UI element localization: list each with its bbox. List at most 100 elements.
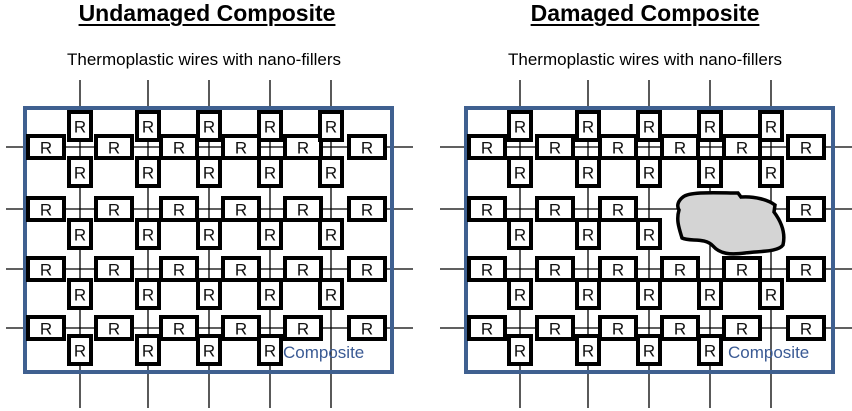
- resistor: R: [660, 134, 700, 160]
- resistor-box: [196, 156, 222, 188]
- resistor: R: [786, 196, 826, 222]
- resistor-box: [196, 218, 222, 250]
- resistor: R: [347, 196, 387, 222]
- resistor: R: [636, 278, 662, 310]
- resistor-box: [507, 278, 533, 310]
- resistor: R: [283, 256, 323, 282]
- resistor-box: [758, 110, 784, 142]
- resistor-box: [318, 156, 344, 188]
- resistor: R: [135, 218, 161, 250]
- resistor-box: [786, 196, 826, 222]
- resistor-box: [660, 315, 700, 341]
- resistor-label: R: [765, 286, 777, 305]
- resistor: R: [257, 218, 283, 250]
- composite-frame: [464, 106, 835, 374]
- resistor: R: [786, 315, 826, 341]
- resistor-label: R: [40, 261, 52, 280]
- resistor-label: R: [704, 164, 716, 183]
- resistor-box: [67, 334, 93, 366]
- resistor-label: R: [297, 261, 309, 280]
- resistor-label: R: [481, 320, 493, 339]
- undamaged-subtitle: Thermoplastic wires with nano-fillers: [67, 50, 341, 69]
- resistor-box: [283, 134, 323, 160]
- resistor-label: R: [203, 342, 215, 361]
- resistor-box: [660, 256, 700, 282]
- composite-label: Composite: [728, 343, 809, 362]
- resistor: R: [722, 315, 762, 341]
- resistor-box: [636, 110, 662, 142]
- resistor: R: [467, 196, 507, 222]
- resistor-label: R: [108, 139, 120, 158]
- resistor-box: [221, 196, 261, 222]
- resistor-label: R: [142, 226, 154, 245]
- resistor-label: R: [582, 342, 594, 361]
- resistor-box: [67, 110, 93, 142]
- resistor-label: R: [40, 320, 52, 339]
- resistor-box: [67, 218, 93, 250]
- resistor: R: [67, 156, 93, 188]
- resistor-box: [467, 315, 507, 341]
- resistor-box: [318, 218, 344, 250]
- resistor-box: [257, 156, 283, 188]
- resistor-label: R: [765, 118, 777, 137]
- resistor-box: [159, 315, 199, 341]
- resistor-box: [283, 315, 323, 341]
- resistor: R: [535, 256, 575, 282]
- resistor-box: [697, 334, 723, 366]
- resistor: R: [535, 196, 575, 222]
- resistor-box: [575, 334, 601, 366]
- resistor: R: [697, 334, 723, 366]
- resistor-box: [535, 315, 575, 341]
- resistor-box: [758, 278, 784, 310]
- resistor-label: R: [612, 201, 624, 220]
- resistor-box: [347, 196, 387, 222]
- resistor: R: [196, 334, 222, 366]
- resistor: R: [722, 256, 762, 282]
- resistor-label: R: [297, 139, 309, 158]
- resistor-box: [135, 278, 161, 310]
- resistor-box: [598, 256, 638, 282]
- resistor-label: R: [361, 320, 373, 339]
- resistor-box: [257, 278, 283, 310]
- resistor-label: R: [736, 261, 748, 280]
- resistor: R: [67, 334, 93, 366]
- resistor: R: [535, 315, 575, 341]
- resistor: R: [786, 256, 826, 282]
- resistor-box: [535, 196, 575, 222]
- resistor: R: [575, 278, 601, 310]
- resistor-label: R: [514, 226, 526, 245]
- resistor-label: R: [481, 201, 493, 220]
- resistor: R: [660, 256, 700, 282]
- resistor-label: R: [612, 139, 624, 158]
- resistor-label: R: [325, 286, 337, 305]
- resistor-label: R: [264, 286, 276, 305]
- resistor-label: R: [514, 164, 526, 183]
- resistor-label: R: [74, 226, 86, 245]
- resistor-box: [786, 256, 826, 282]
- damage-region: [676, 190, 786, 256]
- resistor: R: [598, 256, 638, 282]
- resistor: R: [196, 218, 222, 250]
- resistor-label: R: [643, 342, 655, 361]
- resistor-label: R: [800, 261, 812, 280]
- resistor-label: R: [203, 286, 215, 305]
- resistor-label: R: [643, 286, 655, 305]
- resistor-box: [575, 110, 601, 142]
- resistor: R: [257, 334, 283, 366]
- resistor-box: [196, 110, 222, 142]
- resistor-box: [94, 315, 134, 341]
- resistor: R: [318, 110, 344, 142]
- resistor: R: [467, 134, 507, 160]
- resistor-box: [535, 134, 575, 160]
- resistor-box: [347, 256, 387, 282]
- damaged-subtitle: Thermoplastic wires with nano-fillers: [508, 50, 782, 69]
- resistor-box: [722, 134, 762, 160]
- resistor-box: [507, 110, 533, 142]
- resistor-label: R: [203, 164, 215, 183]
- resistor-label: R: [264, 118, 276, 137]
- resistor-box: [507, 218, 533, 250]
- resistor-label: R: [173, 320, 185, 339]
- resistor: R: [786, 134, 826, 160]
- resistor-box: [283, 256, 323, 282]
- resistor-box: [347, 315, 387, 341]
